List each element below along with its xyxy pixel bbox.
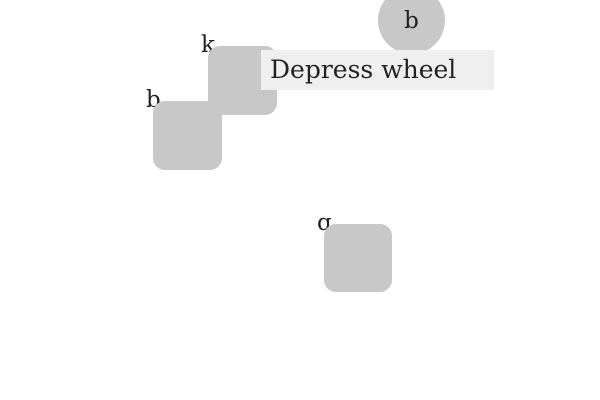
key-button-b[interactable] [153,101,222,170]
tooltip: Depress wheel [261,50,494,90]
round-key-label: b [404,8,419,34]
key-button-q[interactable] [324,224,392,292]
tooltip-text: Depress wheel [270,55,457,84]
round-key-button-b[interactable]: b [378,0,445,54]
